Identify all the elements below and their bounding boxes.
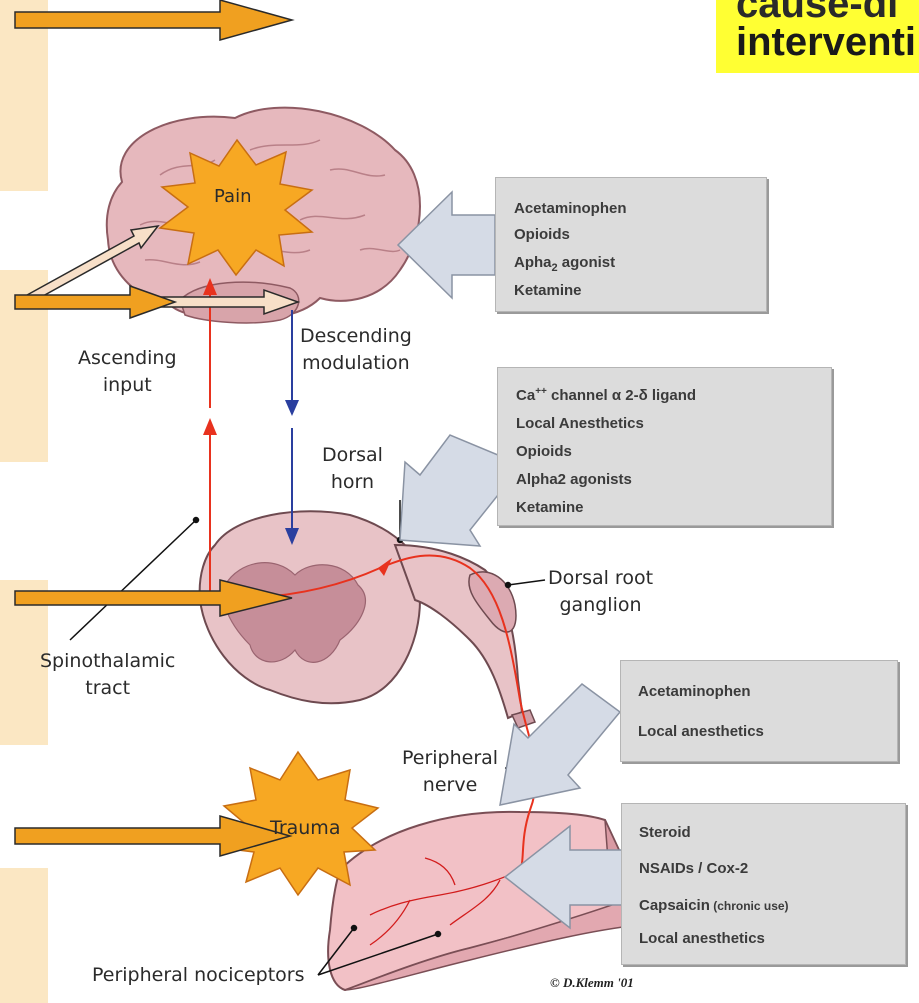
descending-pathway <box>285 310 299 545</box>
spinothalamic-label: Spinothalamic tract <box>40 648 175 702</box>
drug-brain-ketamine: Ketamine <box>514 282 582 299</box>
drug-dh-ketamine: Ketamine <box>516 499 584 516</box>
drug-box-nociceptors: Steroid NSAIDs / Cox-2 Capsaicin (chroni… <box>621 803 906 965</box>
pain-label: Pain <box>214 183 252 210</box>
drug-noc-local-anesthetics: Local anesthetics <box>639 930 765 947</box>
drug-box-dorsal-horn: Ca++ channel α 2-δ ligand Local Anesthet… <box>497 367 832 526</box>
peripheral-nerve-label: Peripheral nerve <box>402 745 498 799</box>
ascending-label: Ascending input <box>78 345 177 399</box>
drug-dh-calcium-channel: Ca++ channel α 2-δ ligand <box>516 386 696 404</box>
ascending-line-1: Ascending <box>78 345 177 372</box>
drug-box-peripheral-nerve: Acetaminophen Local anesthetics <box>620 660 898 762</box>
spinothalamic-line-2: tract <box>40 675 175 702</box>
drug-noc-nsaids: NSAIDs / Cox-2 <box>639 860 748 877</box>
illustration-credit: © D.Klemm '01 <box>550 975 634 991</box>
drug-brain-alpha2: Apha2 agonist <box>514 254 615 274</box>
drg-label: Dorsal root ganglion <box>548 565 653 619</box>
drug-brain-opioids: Opioids <box>514 226 570 243</box>
dorsal-horn-line-2: horn <box>322 469 383 496</box>
drug-dh-alpha2: Alpha2 agonists <box>516 471 632 488</box>
orange-arrow-top <box>15 0 292 40</box>
drg-line-1: Dorsal root <box>548 565 653 592</box>
drug-brain-acetaminophen: Acetaminophen <box>514 200 627 217</box>
spinal-cord-illustration <box>200 511 535 728</box>
trauma-label: Trauma <box>270 815 340 842</box>
drug-pn-local-anesthetics: Local anesthetics <box>638 723 764 740</box>
drug-dh-opioids: Opioids <box>516 443 572 460</box>
dorsal-horn-line-1: Dorsal <box>322 442 383 469</box>
descending-line-2: modulation <box>300 350 412 377</box>
descending-label: Descending modulation <box>300 323 412 377</box>
nociceptors-label: Peripheral nociceptors <box>92 962 305 989</box>
dorsal-horn-label: Dorsal horn <box>322 442 383 496</box>
spinothalamic-line-1: Spinothalamic <box>40 648 175 675</box>
drug-dh-local-anesthetics: Local Anesthetics <box>516 415 644 432</box>
ascending-line-2: input <box>78 372 177 399</box>
drug-box-brain: Acetaminophen Opioids Apha2 agonist Keta… <box>495 177 767 312</box>
gray-arrow-dorsal-horn <box>400 435 498 546</box>
descending-line-1: Descending <box>300 323 412 350</box>
drg-line-2: ganglion <box>548 592 653 619</box>
drug-pn-acetaminophen: Acetaminophen <box>638 683 751 700</box>
drug-noc-steroid: Steroid <box>639 824 691 841</box>
drug-noc-capsaicin: Capsaicin (chronic use) <box>639 897 789 914</box>
peripheral-nerve-line-2: nerve <box>402 772 498 799</box>
peripheral-nerve-line-1: Peripheral <box>402 745 498 772</box>
